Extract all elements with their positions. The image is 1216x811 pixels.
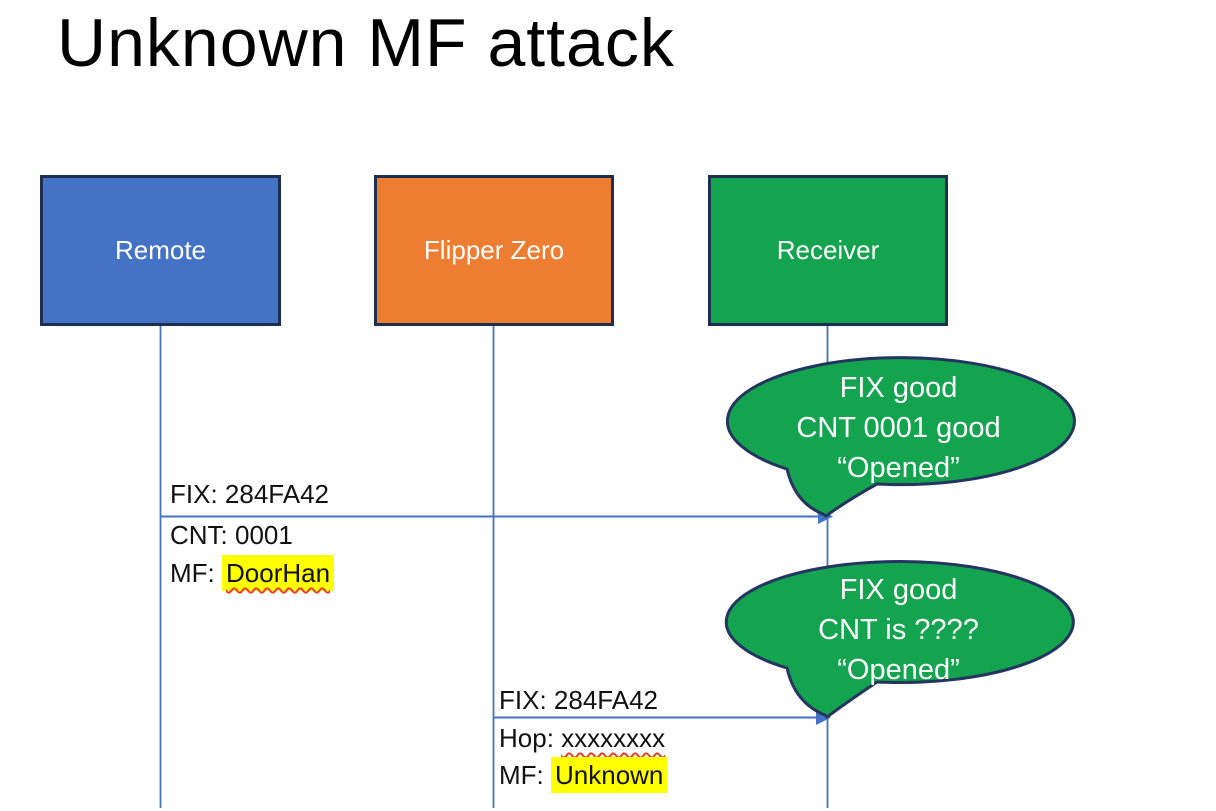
actor-label-receiver: Receiver (776, 235, 880, 265)
actor-box-remote: Remote (40, 175, 281, 326)
message-2-hop-prefix: Hop: (499, 723, 562, 753)
actor-label-remote: Remote (114, 235, 207, 265)
message-2-fix-text: FIX: 284FA42 (499, 685, 658, 715)
message-2-hop-value: xxxxxxxx (561, 723, 666, 753)
message-1-mf-prefix: MF: (170, 558, 222, 588)
callout-2-bubble (724, 560, 1075, 719)
page-title: Unknown MF attack (57, 5, 675, 81)
message-2-mf-prefix: MF: (499, 760, 551, 790)
callout-2-text: FIX good CNT is ???? “Opened” (725, 570, 1072, 690)
actor-label-flipper-zero: Flipper Zero (423, 235, 565, 265)
callout-2-line-1: FIX good (839, 574, 958, 606)
message-2-label-above: FIX: 284FA42 (499, 685, 658, 716)
message-1-fix-text: FIX: 284FA42 (170, 479, 329, 509)
callout-1-line-2: CNT 0001 good (796, 412, 1001, 444)
callout-1-text: FIX good CNT 0001 good “Opened” (725, 368, 1072, 488)
message-1-cnt-value: 0001 (235, 520, 293, 550)
callout-2-line-2: CNT is ???? (818, 614, 979, 646)
message-1-cnt-prefix: CNT: (170, 520, 235, 550)
message-1-mf-value-highlighted: DoorHan (222, 555, 335, 591)
message-1-label-above: FIX: 284FA42 (170, 479, 329, 510)
message-1-row-mf: MF: DoorHan (170, 555, 335, 591)
callout-1-bubble (725, 356, 1076, 518)
message-2-row-hop: Hop: xxxxxxxx (499, 723, 665, 754)
message-2-row-mf: MF: Unknown (499, 757, 668, 793)
message-1-row-cnt: CNT: 0001 (170, 520, 293, 551)
callout-2-line-3: “Opened” (837, 654, 960, 686)
message-2-mf-value-highlighted: Unknown (551, 757, 668, 793)
callout-1-line-1: FIX good (839, 372, 958, 404)
actor-box-flipper-zero: Flipper Zero (374, 175, 614, 326)
callout-1-line-3: “Opened” (837, 452, 960, 484)
actor-box-receiver: Receiver (708, 175, 948, 326)
